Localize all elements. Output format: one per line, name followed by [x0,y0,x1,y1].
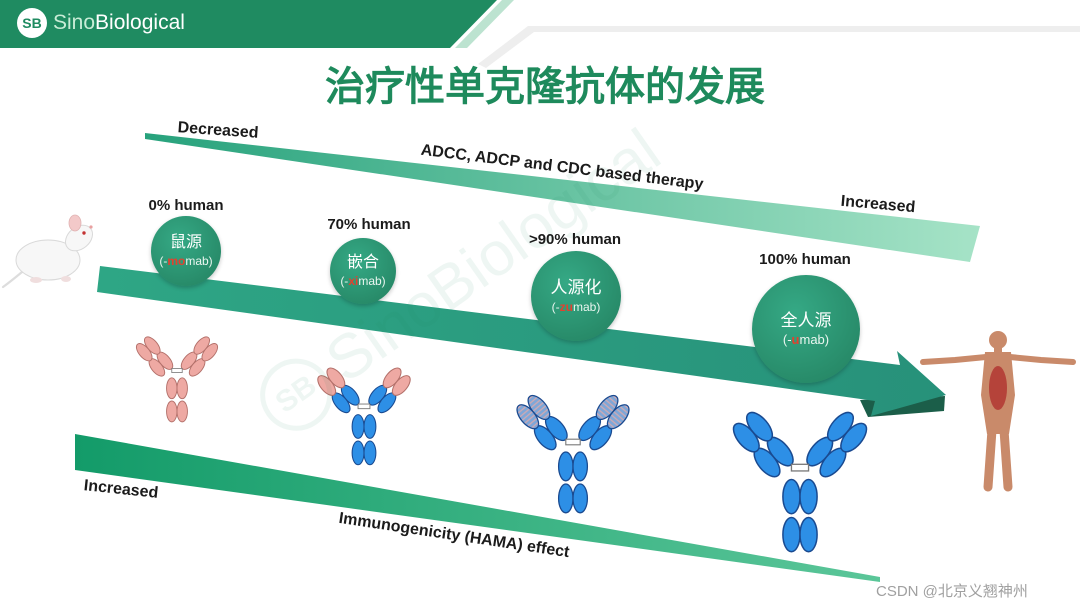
human-neck [994,346,1002,354]
human-figure [920,331,1076,492]
fc-domain [351,414,365,439]
hinge-region [357,403,371,410]
stage-name: 嵌合 [346,254,379,271]
stage-suffix: (-umab) [783,332,829,348]
suffix-open: (- [782,332,792,347]
stage-circle: 嵌合 (-ximab) [330,238,396,304]
fc-domain [799,478,818,515]
suffix-highlight: u [791,332,800,347]
fc-domain [782,516,801,553]
human-head [989,331,1007,349]
human-organs [989,366,1007,410]
suffix-open: (- [159,254,168,268]
suffix-close: mab) [185,254,213,268]
immunogenicity-wedge [75,434,880,582]
antibody-1 [135,336,219,423]
fc-domain [363,414,377,439]
antibody-4 [732,411,868,553]
logo-mark: SB [17,8,47,38]
fc-domain [166,400,178,423]
suffix-close: mab) [358,274,386,288]
fc-domain [176,400,188,423]
fc-domain [351,440,365,466]
fc-domain [572,483,589,514]
suffix-close: mab) [799,332,830,347]
stage-suffix: (-zumab) [552,299,601,315]
stage-suffix: (-ximab) [340,273,385,289]
stage-circle: 人源化 (-zumab) [531,251,621,341]
suffix-open: (- [551,300,560,314]
light-chain-variable-domain [732,422,760,453]
stage-humanization-label: 0% human [148,197,224,214]
mouse-front-paw [61,276,71,282]
stage-suffix: (-momab) [159,253,212,269]
header-decor-stripe [478,26,1080,68]
stage-circle: 全人源 (-umab) [752,275,860,383]
antibody-2 [317,367,411,466]
antibody-3 [516,394,630,514]
header-band [0,0,497,48]
slide-title: 治疗性单克隆抗体的发展 [325,65,765,109]
humanization-arrow [97,266,946,416]
mouse-tail [1,270,24,289]
light-chain-variable-domain [840,422,868,453]
mouse-nose [89,225,93,229]
human-right-arm [1007,354,1076,365]
stage-circle: 鼠源 (-momab) [151,216,221,286]
hinge-region [565,438,581,446]
fc-domain [363,440,377,466]
human-right-leg [999,425,1013,492]
light-chain-variable-domain [391,375,411,396]
fc-domain [782,478,801,515]
suffix-open: (- [340,274,349,288]
light-chain-variable-domain [317,375,337,396]
fc-domain [557,483,574,514]
hinge-region [171,368,183,373]
mouse-hind-paw [30,277,42,283]
suffix-close: mab) [573,300,601,314]
human-left-leg [983,425,997,492]
stage-humanization-label: 100% human [759,251,851,268]
light-chain-variable-domain [135,343,153,362]
footer-credit: CSDN @北京义翘神州 [876,583,1028,600]
stage-name: 人源化 [550,278,602,297]
brand-prefix: Sino [53,11,96,34]
stage-name: 全人源 [780,311,832,330]
suffix-highlight: zu [559,300,573,314]
effector-function-wedge [145,133,980,262]
human-left-arm [920,354,989,365]
suffix-highlight: mo [167,254,186,268]
stage-humanization-label: 70% human [327,216,411,233]
stage-humanization-label: >90% human [528,231,622,248]
fc-domain [557,451,574,482]
fc-domain [166,377,178,400]
mouse-image [1,214,93,289]
suffix-highlight: xi [348,274,359,288]
antibody-layer [135,336,868,553]
brand-suffix: Biological [95,11,185,34]
header-accent-stripe [455,0,514,48]
mouse-eye [82,231,86,235]
fc-domain [799,516,818,553]
hinge-region [790,463,810,472]
light-chain-variable-domain [606,404,630,430]
light-chain-variable-domain [201,343,219,362]
fc-domain [176,377,188,400]
fc-domain [572,451,589,482]
mouse-body [15,239,81,281]
stage-name: 鼠源 [169,234,202,251]
light-chain-variable-domain [516,404,540,430]
mouse-ear [68,214,82,232]
brand-name: SinoBiological [53,9,185,37]
